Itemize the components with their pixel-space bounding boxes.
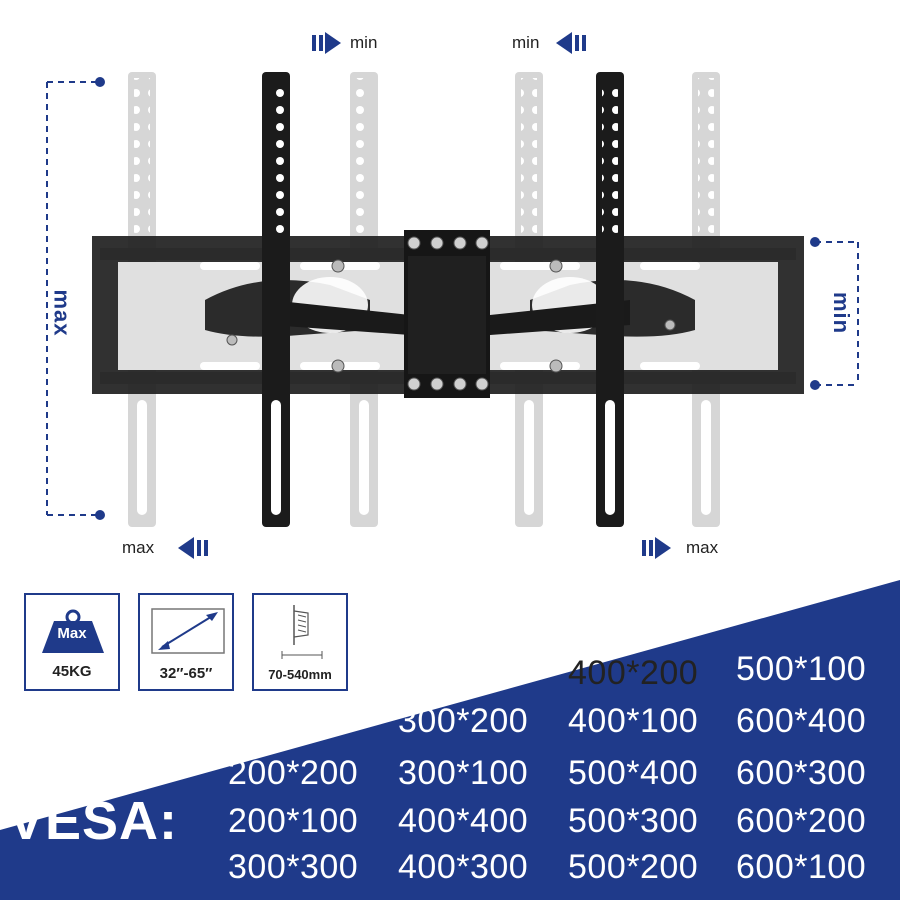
vesa-size: 500*400	[568, 754, 699, 792]
vesa-size: 300*300	[228, 848, 359, 886]
vesa-size: 600*200	[736, 802, 867, 840]
vesa-size: 300*100	[398, 754, 529, 792]
vesa-size: 200*200	[228, 754, 359, 792]
max-label-bottom-right: max	[686, 538, 719, 557]
arrow-right-icon	[642, 537, 671, 559]
arrow-left-icon	[178, 537, 208, 559]
arrow-left-icon	[556, 32, 586, 54]
arrow-right-icon	[312, 32, 341, 54]
min-vertical-dimension	[815, 241, 859, 386]
screen-diagonal-icon	[151, 608, 225, 654]
vesa-size: 500*200	[568, 848, 699, 886]
screen-size-value: 32″-65″	[159, 665, 213, 682]
wall-profile-icon	[281, 605, 323, 659]
vesa-size: 200*100	[228, 802, 359, 840]
min-label-top-left: min	[350, 33, 378, 52]
center-plate	[404, 230, 490, 398]
vesa-size: 400*300	[398, 848, 529, 886]
vesa-size: 300*200	[398, 702, 529, 740]
vesa-size: 600*400	[736, 702, 867, 740]
weight-value: 45KG	[52, 663, 92, 680]
vesa-size: 600*300	[736, 754, 867, 792]
max-vertical-label: max	[49, 289, 75, 337]
weight-badge-label: Max	[57, 625, 87, 642]
wall-distance-value: 70-540mm	[268, 667, 332, 682]
tv-arm-holes	[268, 80, 618, 240]
vesa-banner-background	[0, 580, 900, 900]
max-label-bottom-left: max	[122, 538, 155, 557]
vesa-size: 400*400	[398, 802, 529, 840]
min-vertical-label: min	[829, 291, 855, 335]
vesa-size: 500*100	[736, 650, 867, 688]
wall-distance-box: 70-540mm	[252, 593, 348, 691]
weight-icon	[42, 609, 104, 653]
min-label-top-right: min	[512, 33, 540, 52]
max-vertical-dimension	[46, 81, 100, 516]
vesa-size: 400*200	[568, 654, 699, 692]
screen-size-box: 32″-65″	[138, 593, 234, 691]
weight-capacity-box: Max 45KG	[24, 593, 120, 691]
vesa-size: 500*300	[568, 802, 699, 840]
wall-mount-illustration	[46, 72, 859, 527]
vesa-title: VESA:	[8, 791, 179, 851]
vesa-size: 600*100	[736, 848, 867, 886]
vesa-size: 400*100	[568, 702, 699, 740]
ghost-arm-holes	[134, 78, 714, 238]
